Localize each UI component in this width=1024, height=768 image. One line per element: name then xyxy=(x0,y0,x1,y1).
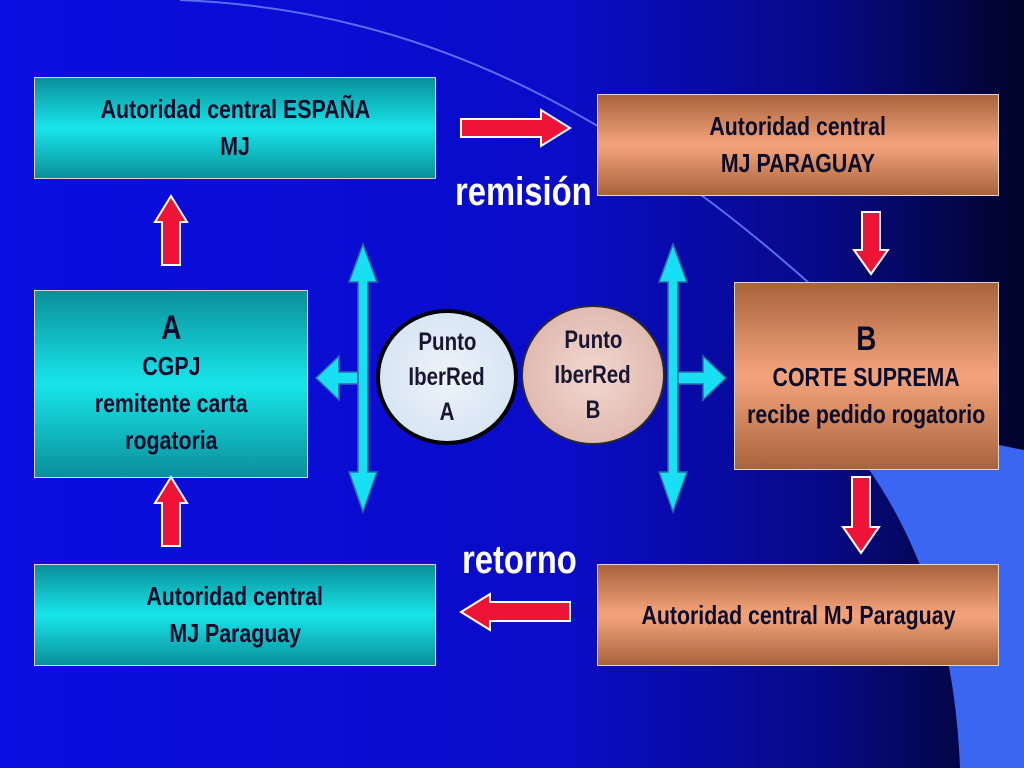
circle-a-line3: A xyxy=(439,397,455,426)
box-espana-line1: Autoridad central ESPAÑA xyxy=(100,94,370,125)
box-paraguay-top-line1: Autoridad central xyxy=(709,111,887,142)
box-b-letter: B xyxy=(856,319,877,358)
box-espana-line2: MJ xyxy=(220,131,250,161)
box-paraguay-top-line2: MJ PARAGUAY xyxy=(720,148,876,178)
label-remision: remisión xyxy=(455,170,592,214)
box-autoridad-paraguay-top: Autoridad central MJ PARAGUAY xyxy=(597,94,999,196)
box-a-cgpj: A CGPJ remitente carta rogatoria xyxy=(34,290,308,478)
circle-a-line2: IberRed xyxy=(408,362,486,391)
box-autoridad-paraguay-right: Autoridad central MJ Paraguay xyxy=(597,564,999,666)
circle-b-line3: B xyxy=(585,395,601,424)
background-curve-band xyxy=(830,420,1024,768)
box-autoridad-espana: Autoridad central ESPAÑA MJ xyxy=(34,77,436,179)
box-paraguay-left-line2: MJ Paraguay xyxy=(169,618,301,648)
box-b-line1: CORTE SUPREMA xyxy=(772,361,961,392)
box-a-letter: A xyxy=(160,309,182,348)
box-a-line3: rogatoria xyxy=(124,425,218,455)
circle-b-line2: IberRed xyxy=(554,360,632,389)
box-a-line2: remitente carta xyxy=(94,388,248,419)
circle-punto-iberred-a: Punto IberRed A xyxy=(376,309,518,445)
box-paraguay-left-line1: Autoridad central xyxy=(146,581,324,612)
box-a-line1: CGPJ xyxy=(141,351,201,382)
circle-punto-iberred-b: Punto IberRed B xyxy=(521,305,665,445)
box-paraguay-right-line1: Autoridad central MJ Paraguay xyxy=(641,599,955,630)
label-retorno: retorno xyxy=(462,538,577,582)
box-autoridad-paraguay-left: Autoridad central MJ Paraguay xyxy=(34,564,436,666)
box-b-corte-suprema: B CORTE SUPREMA recibe pedido rogatorio xyxy=(734,282,999,470)
circle-b-line1: Punto xyxy=(563,325,623,354)
box-b-line2: recibe pedido rogatorio xyxy=(747,398,986,429)
circle-a-line1: Punto xyxy=(417,327,477,356)
